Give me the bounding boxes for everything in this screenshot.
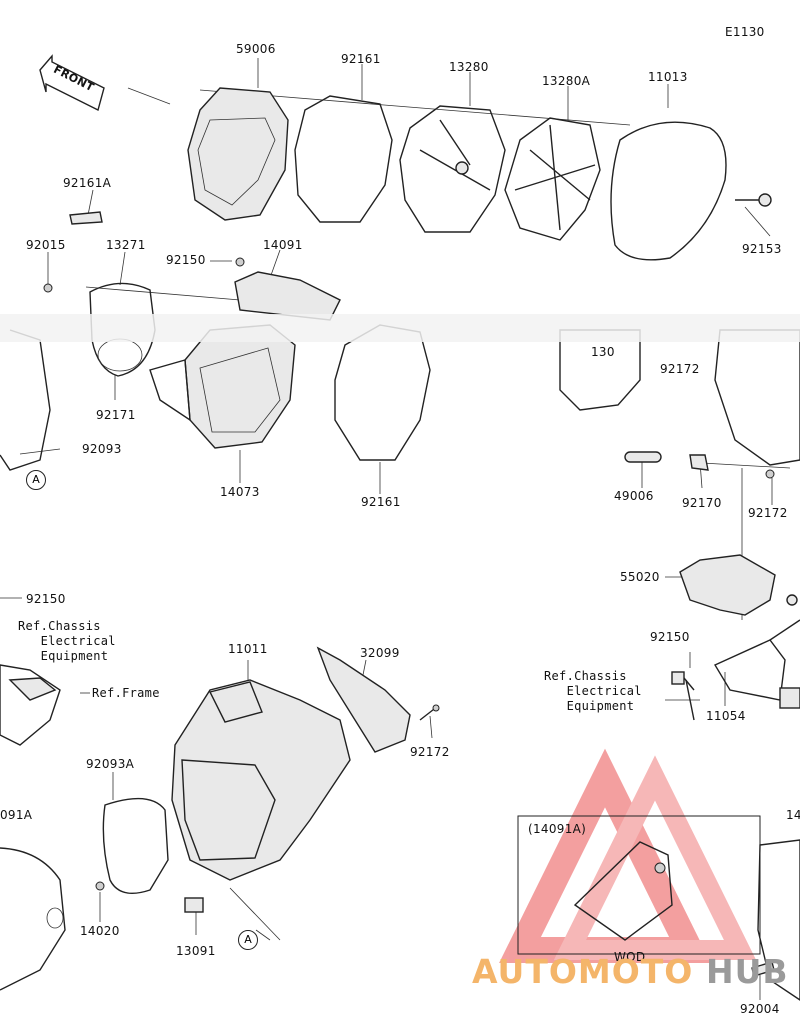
label-92150-top: 92150 bbox=[166, 253, 206, 267]
label-92150-right: 92150 bbox=[650, 630, 690, 644]
part-11054-bracket bbox=[713, 594, 800, 709]
part-14091-bracket bbox=[234, 271, 341, 321]
part-right-cover bbox=[757, 839, 800, 1001]
front-arrow bbox=[39, 54, 105, 112]
label-92153: 92153 bbox=[742, 242, 782, 256]
label-92172-bottom: 92172 bbox=[410, 745, 450, 759]
leader-lines bbox=[0, 58, 791, 1000]
label-92161A: 92161A bbox=[63, 176, 112, 190]
label-49006: 49006 bbox=[614, 489, 654, 503]
callout-a-top: A bbox=[26, 470, 46, 490]
label-14073: 14073 bbox=[220, 485, 260, 499]
scan-artifact-band bbox=[0, 314, 800, 342]
part-13091-clip bbox=[184, 897, 204, 913]
part-11013-air-filter bbox=[610, 121, 727, 261]
label-92170: 92170 bbox=[682, 496, 722, 510]
label-32099: 32099 bbox=[360, 646, 400, 660]
callout-a-bottom: A bbox=[238, 930, 258, 950]
part-49006-pin bbox=[624, 451, 662, 463]
label-14-right: 14 bbox=[786, 808, 800, 822]
part-13280A-cage bbox=[504, 117, 601, 241]
label-13280A: 13280A bbox=[542, 74, 591, 88]
part-92150-bolt-top bbox=[235, 257, 245, 267]
label-92015: 92015 bbox=[26, 238, 66, 252]
ref-chassis-right: Ref.Chassis Electrical Equipment bbox=[544, 669, 642, 713]
label-11013: 11013 bbox=[648, 70, 688, 84]
label-59006: 59006 bbox=[236, 42, 276, 56]
watermark-logo bbox=[499, 748, 757, 963]
label-13271: 13271 bbox=[106, 238, 146, 252]
part-92153-bolt bbox=[735, 193, 772, 207]
part-11011-airbox bbox=[171, 679, 351, 881]
part-92161-gasket-mid bbox=[334, 324, 431, 461]
part-92172-bolt-bottom bbox=[419, 704, 440, 721]
part-right-duct bbox=[714, 329, 800, 466]
inset-title: (14091A) bbox=[528, 822, 587, 836]
part-92150-bolt-right bbox=[671, 671, 695, 721]
part-14073-airbox bbox=[149, 324, 296, 449]
part-14020-washer bbox=[95, 881, 105, 891]
label-11011: 11011 bbox=[228, 642, 268, 656]
label-14091: 14091 bbox=[263, 238, 303, 252]
part-59006-screen bbox=[187, 87, 289, 221]
part-92015-nut bbox=[43, 283, 53, 293]
part-92170-clip bbox=[689, 454, 709, 471]
part-92004-screw bbox=[751, 961, 775, 977]
label-92161-top: 92161 bbox=[341, 52, 381, 66]
part-92161-gasket-top bbox=[294, 95, 393, 223]
part-14091A-cover-left bbox=[0, 847, 66, 991]
label-92161-mid: 92161 bbox=[361, 495, 401, 509]
inset-nut bbox=[654, 862, 666, 874]
part-92093A-seal bbox=[102, 797, 169, 894]
ref-chassis-left: Ref.Chassis Electrical Equipment bbox=[18, 619, 116, 663]
inset-part-14091A bbox=[573, 841, 673, 941]
label-92093: 92093 bbox=[82, 442, 122, 456]
part-13280-frame bbox=[399, 105, 506, 233]
part-92172-screw-right bbox=[765, 469, 775, 479]
label-14020: 14020 bbox=[80, 924, 120, 938]
label-92172-top: 92172 bbox=[660, 362, 700, 376]
watermark-text-automoto: AUTOMOTO bbox=[472, 952, 694, 991]
part-55020-plate bbox=[679, 554, 776, 616]
part-32099-guard bbox=[316, 646, 411, 753]
ref-frame-left: Ref.Frame bbox=[92, 686, 160, 700]
part-92093-seal bbox=[0, 329, 51, 471]
watermark-text-hub: HUB bbox=[706, 952, 789, 991]
part-92161A-clip bbox=[69, 211, 103, 225]
label-92150-left: 92150 bbox=[26, 592, 66, 606]
label-92004: 92004 bbox=[740, 1002, 780, 1016]
label-130: 130 bbox=[591, 345, 615, 359]
label-14091A-left: 091A bbox=[0, 808, 33, 822]
part-14091A-hole bbox=[46, 907, 64, 929]
inset-frame bbox=[517, 815, 761, 955]
diagram-code: E1130 bbox=[725, 25, 765, 39]
inset-caption: WOD bbox=[614, 950, 646, 964]
part-left-ref-chassis bbox=[8, 677, 57, 701]
label-11054: 11054 bbox=[706, 709, 746, 723]
label-55020: 55020 bbox=[620, 570, 660, 584]
part-left-ref-frame bbox=[0, 664, 61, 746]
label-92172-right: 92172 bbox=[748, 506, 788, 520]
label-92171: 92171 bbox=[96, 408, 136, 422]
label-92093A: 92093A bbox=[86, 757, 135, 771]
label-13091: 13091 bbox=[176, 944, 216, 958]
label-13280: 13280 bbox=[449, 60, 489, 74]
